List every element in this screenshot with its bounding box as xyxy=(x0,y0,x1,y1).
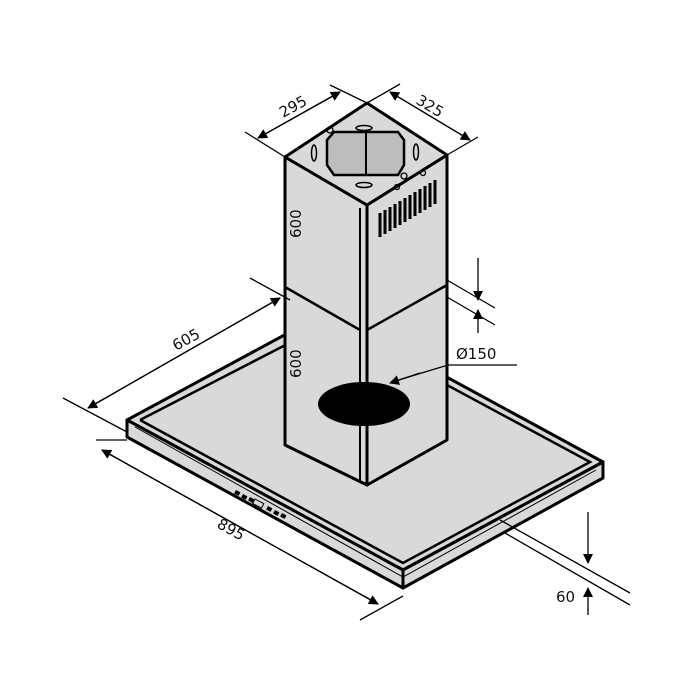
dim-chimney-upper-height: 600 xyxy=(287,209,305,238)
dim-outlet-diameter: Ø150 xyxy=(456,345,496,363)
dim-chimney-width: 295 xyxy=(276,92,310,122)
dim-hood-width: 895 xyxy=(214,515,248,545)
dim-chimney-lower-height: 600 xyxy=(287,349,305,378)
outlet-hole xyxy=(318,382,410,426)
dimension-lines xyxy=(62,83,631,621)
vent-slots xyxy=(378,180,437,237)
control-panel xyxy=(234,489,287,519)
dim-hood-thickness: 60 xyxy=(556,588,575,606)
dim-hood-depth: 605 xyxy=(169,325,203,355)
chimney xyxy=(283,101,449,487)
